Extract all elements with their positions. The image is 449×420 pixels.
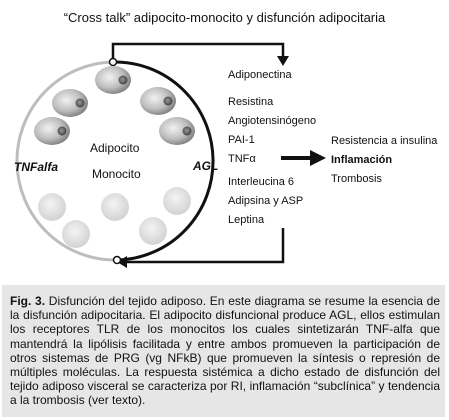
feedback-arc-right — [112, 60, 215, 262]
figure-caption: Fig. 3. Disfunción del tejido adiposo. E… — [10, 294, 440, 408]
adipocyte-cell — [52, 89, 88, 117]
caption-background — [2, 285, 445, 417]
monocito-label: Monocito — [92, 167, 141, 181]
bottom-arrowhead-icon — [117, 256, 127, 268]
bottom-node — [112, 255, 122, 265]
factor-item: TNFα — [228, 153, 256, 165]
factor-item: PAI-1 — [228, 134, 255, 146]
outcome-arrowhead-icon — [310, 150, 326, 166]
factor-item: Interleucina 6 — [228, 176, 295, 188]
factor-item: Leptina — [228, 214, 265, 226]
top-arrowhead-icon — [277, 56, 289, 66]
feedback-arc-left — [15, 60, 118, 262]
adipocyte-cell — [34, 117, 70, 145]
factor-item: Resistina — [228, 96, 274, 108]
adipocyte-cell — [95, 66, 131, 94]
adipocyte-cell — [159, 117, 195, 145]
monocyte-cell — [101, 193, 129, 221]
adipocito-label: Adipocito — [90, 141, 140, 155]
figure-title: “Cross talk” adipocito-monocito y disfun… — [63, 10, 386, 25]
agl-label: AGL — [193, 159, 219, 173]
factor-item: Adipsina y ASP — [228, 195, 304, 207]
adipocyte-cell — [140, 87, 176, 115]
factor-item: Adiponectina — [228, 69, 292, 81]
crosstalk-diagram — [15, 42, 326, 268]
caption-text: Disfunción del tejido adiposo. En este d… — [10, 294, 440, 408]
monocyte-cell — [139, 217, 167, 245]
monocyte-cell — [38, 193, 66, 221]
tnfalfa-label: TNFalfa — [14, 160, 59, 174]
outcome-item: Trombosis — [331, 173, 382, 185]
outcome-item: Resistencia a insulina — [331, 135, 438, 147]
factor-item: Angiotensinógeno — [228, 115, 317, 127]
bottom-connector-line — [125, 228, 285, 264]
caption-label: Fig. 3. — [10, 294, 46, 308]
monocyte-cell — [62, 220, 90, 248]
outcome-item-emphasis: Inflamación — [331, 154, 393, 166]
monocyte-cell — [163, 187, 191, 215]
top-node — [108, 57, 118, 67]
top-connector-line — [111, 42, 285, 62]
